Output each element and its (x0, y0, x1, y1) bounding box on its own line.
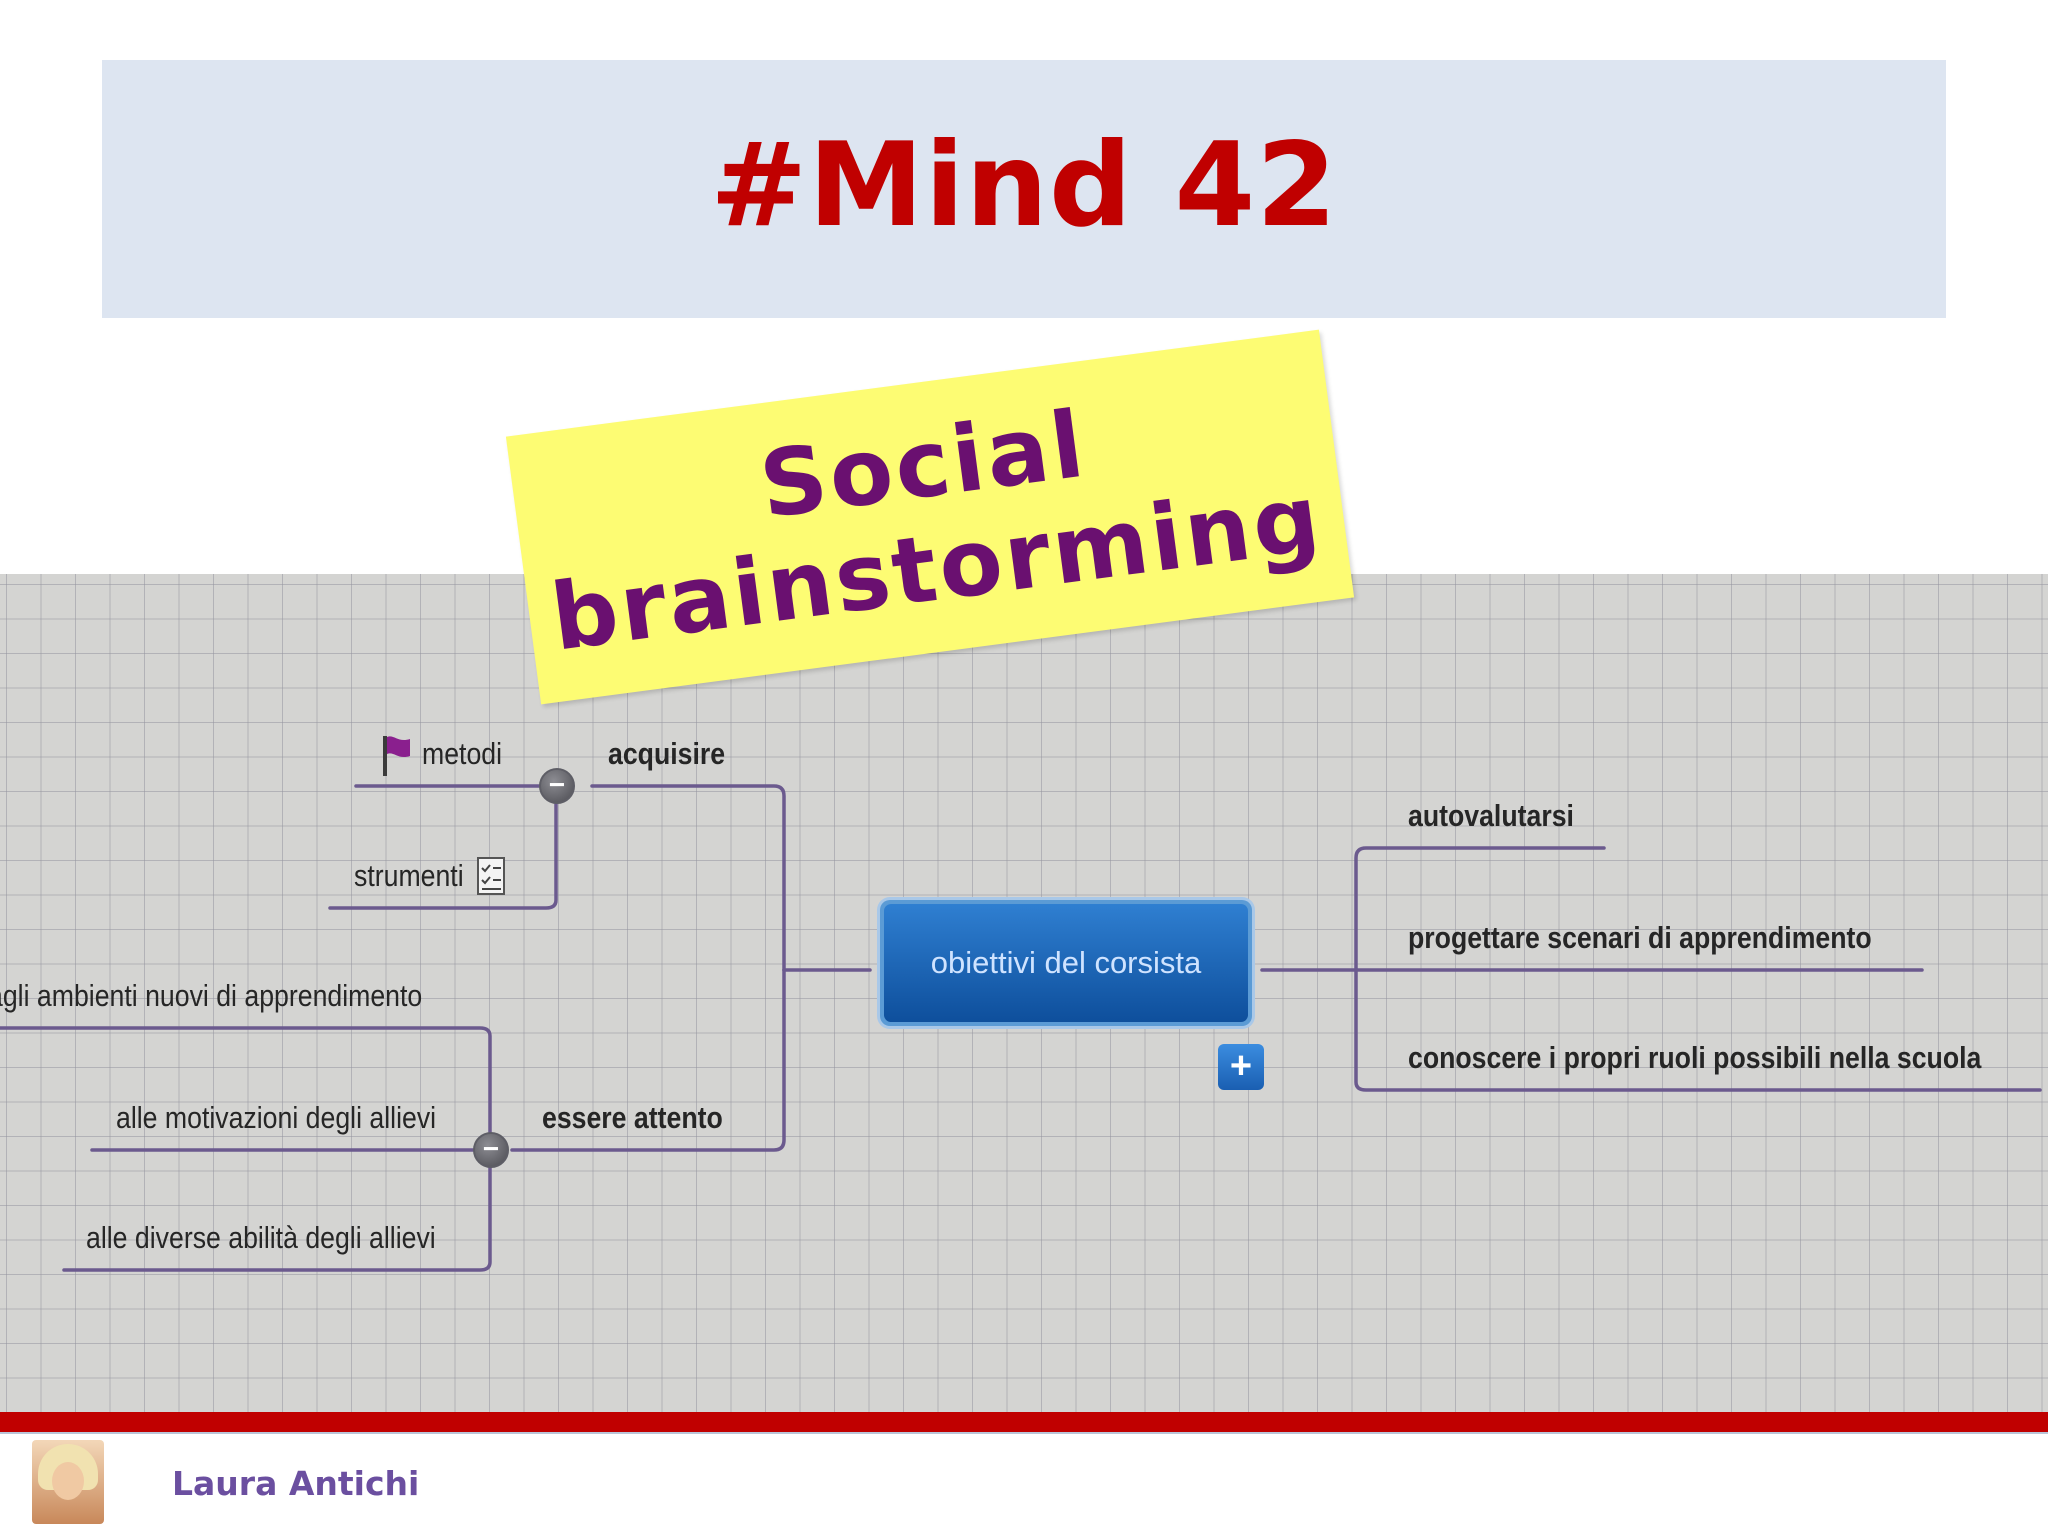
connector-lines (0, 784, 2042, 1272)
node-conoscere[interactable]: conoscere i propri ruoli possibili nella… (1408, 1040, 1982, 1075)
mindmap-canvas[interactable]: acquisire − metodi strumenti essere atte… (0, 574, 2048, 1412)
collapse-essere-attento-button[interactable]: − (473, 1132, 509, 1168)
node-ambienti[interactable]: agli ambienti nuovi di apprendimento (0, 978, 423, 1013)
node-essere-attento[interactable]: essere attento (542, 1100, 723, 1135)
node-progettare[interactable]: progettare scenari di apprendimento (1408, 920, 1872, 955)
add-node-button[interactable]: + (1218, 1044, 1264, 1090)
footer-divider (0, 1412, 2048, 1432)
node-metodi[interactable]: metodi (422, 736, 503, 771)
node-strumenti[interactable]: strumenti (354, 858, 464, 893)
connector-essere-attento (510, 968, 786, 1152)
footer: Laura Antichi (0, 1432, 2048, 1538)
connector-strumenti (328, 784, 558, 910)
title-band: #Mind 42 (102, 60, 1946, 318)
node-autovalutarsi[interactable]: autovalutarsi (1408, 798, 1574, 833)
central-node-label: obiettivi del corsista (884, 904, 1248, 1022)
connector-autovalutarsi (1354, 846, 1606, 972)
connector-abilita (62, 1148, 492, 1272)
collapse-acquisire-button[interactable]: − (539, 768, 575, 804)
page-title: #Mind 42 (710, 118, 1338, 253)
checklist-icon (476, 856, 506, 896)
connector-conoscere (1354, 968, 2042, 1092)
avatar (32, 1440, 104, 1524)
node-abilita[interactable]: alle diverse abilità degli allievi (86, 1220, 436, 1255)
flag-icon (380, 734, 412, 776)
author-name: Laura Antichi (172, 1464, 420, 1503)
connector-acquisire (590, 784, 786, 972)
node-motivazioni[interactable]: alle motivazioni degli allievi (116, 1100, 437, 1135)
central-node[interactable]: obiettivi del corsista (880, 900, 1252, 1026)
node-acquisire[interactable]: acquisire (608, 736, 726, 771)
connector-ambienti (0, 1026, 492, 1152)
